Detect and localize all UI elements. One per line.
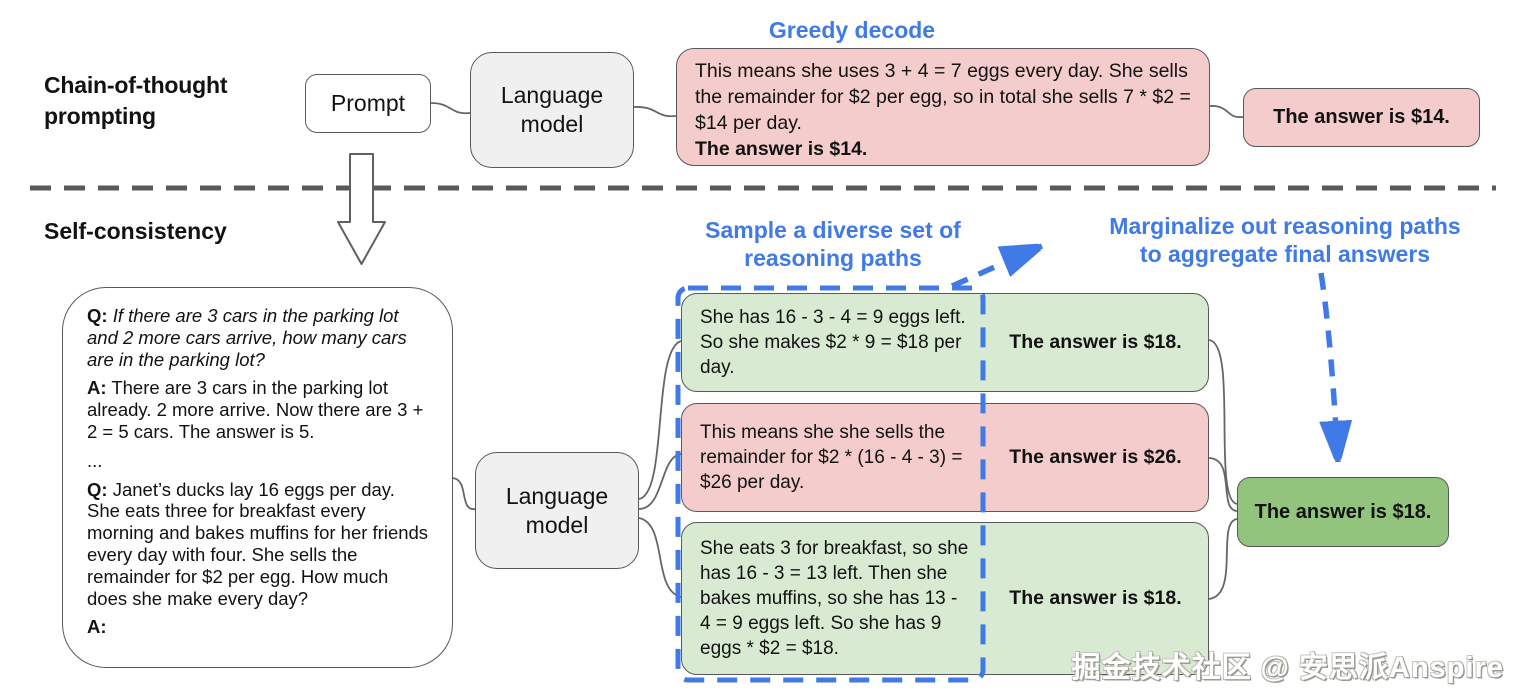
connector-greedy-to-answer — [1209, 105, 1244, 118]
marginalize-label-line2: to aggregate final answers — [1139, 241, 1431, 267]
q1-text: If there are 3 cars in the parking lot a… — [87, 305, 407, 370]
language-model-box-bottom: Language model — [475, 452, 639, 569]
reasoning-path-box-2: This means she she sells the remainder f… — [681, 403, 1209, 512]
greedy-output-text: This means she uses 3 + 4 = 7 eggs every… — [695, 60, 1191, 134]
path-answer-3: The answer is $18. — [1009, 587, 1182, 609]
cot-section-label: Chain-of-thought prompting — [44, 70, 294, 132]
fewshot-q2: Q: Janet’s ducks lay 16 eggs per day. Sh… — [87, 479, 430, 610]
connector-lm-to-greedy — [633, 106, 677, 118]
a1-prefix: A: — [87, 377, 107, 399]
sample-paths-label-line2: reasoning paths — [744, 245, 922, 271]
marginalize-to-final-arrow — [1318, 272, 1338, 463]
language-model-bottom-label: Language model — [505, 482, 609, 538]
connector-fewshot-to-lm — [451, 477, 477, 510]
final-answer-box: The answer is $18. — [1237, 477, 1449, 547]
reasoning-text-2: This means she she sells the remainder f… — [700, 422, 963, 493]
self-consistency-label: Self-consistency — [44, 218, 227, 244]
greedy-decode-label: Greedy decode — [768, 17, 936, 43]
connector-path1-to-final — [1208, 339, 1238, 505]
reasoning-path-box-1: She has 16 - 3 - 4 = 9 eggs left. So she… — [681, 293, 1209, 392]
connector-lm-to-path3 — [638, 517, 682, 598]
q2-text: Janet’s ducks lay 16 eggs per day. She e… — [87, 478, 429, 609]
marginalize-label-line1: Marginalize out reasoning paths — [1109, 213, 1461, 239]
q1-prefix: Q: — [87, 305, 108, 326]
prompt-box-label: Prompt — [330, 90, 406, 116]
a1-text: There are 3 cars in the parking lot alre… — [87, 377, 424, 442]
sample-paths-label: Sample a diverse set of reasoning paths — [658, 216, 1008, 272]
fewshot-ellipsis: ... — [87, 449, 103, 471]
fewshot-a1: A: There are 3 cars in the parking lot a… — [87, 377, 430, 442]
connector-lm-to-path2 — [638, 453, 682, 510]
path-answer-1: The answer is $18. — [1009, 331, 1182, 353]
watermark: 掘金技术社区 @ 安思派Anspire — [1071, 652, 1504, 684]
connector-path3-to-final — [1208, 518, 1238, 600]
language-model-box-top: Language model — [470, 52, 634, 168]
fewshot-q1: Q: If there are 3 cars in the parking lo… — [87, 305, 430, 370]
connector-lm-to-path1 — [638, 340, 682, 500]
sample-paths-label-line1: Sample a diverse set of — [705, 217, 961, 243]
final-answer-text: The answer is $18. — [1254, 500, 1432, 523]
language-model-top-label: Language model — [500, 82, 604, 137]
q2-prefix: Q: — [87, 478, 108, 500]
fewshot-prompt-box: Q: If there are 3 cars in the parking lo… — [62, 287, 453, 668]
prompt-box: Prompt — [305, 74, 431, 133]
fewshot-a2: A: — [87, 616, 430, 638]
reasoning-text-1: She has 16 - 3 - 4 = 9 eggs left. So she… — [700, 307, 966, 378]
cot-section-label-line2: prompting — [44, 103, 156, 129]
connector-prompt-to-lm — [430, 102, 471, 115]
prompt-down-arrow — [337, 153, 386, 265]
a2-prefix: A: — [87, 616, 107, 638]
greedy-answer-box: The answer is $14. — [1243, 88, 1480, 147]
cot-section-label-line1: Chain-of-thought — [44, 72, 228, 98]
greedy-answer-text: The answer is $14. — [1273, 106, 1450, 128]
greedy-output-answer-line: The answer is $14. — [695, 138, 868, 160]
reasoning-text-3: She eats 3 for breakfast, so she has 16 … — [700, 538, 969, 659]
marginalize-label: Marginalize out reasoning paths to aggre… — [1070, 212, 1500, 268]
greedy-output-box: This means she uses 3 + 4 = 7 eggs every… — [676, 48, 1210, 166]
connector-path2-to-final — [1208, 457, 1238, 512]
path-answer-2: The answer is $26. — [1009, 446, 1182, 468]
